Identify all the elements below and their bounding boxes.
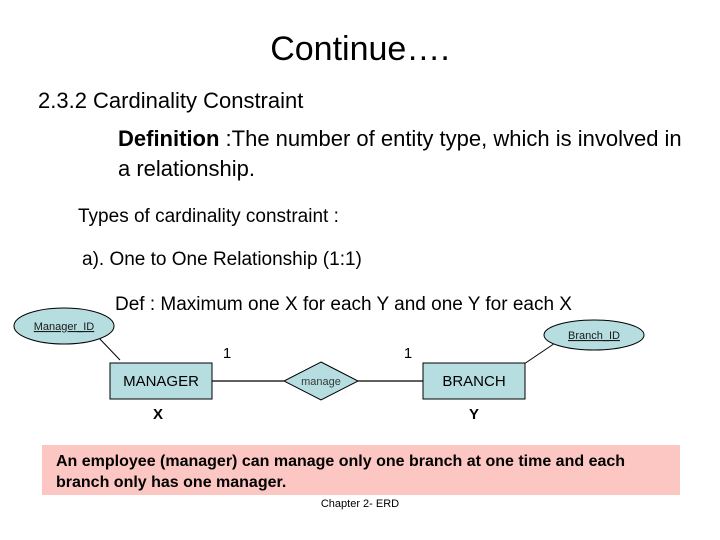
definition-body: :The number of entity type, which is inv… — [118, 126, 682, 181]
entity-alias-y: Y — [469, 406, 479, 423]
attribute-label-manager-id: Manager_ID — [34, 321, 95, 333]
attribute-label-branch-id: Branch_ID — [568, 330, 620, 342]
types-line: Types of cardinality constraint : — [78, 206, 339, 227]
relationship-label-manage: manage — [301, 376, 341, 388]
entity-box-branch: BRANCH — [422, 362, 526, 400]
connector-manager-attribute — [97, 336, 121, 361]
relationship-diamond-manage: manage — [282, 361, 360, 401]
def-maximum-line: Def : Maximum one X for each Y and one Y… — [115, 294, 572, 315]
callout-text: An employee (manager) can manage only on… — [56, 453, 626, 491]
slide-footer: Chapter 2- ERD — [320, 498, 400, 510]
list-item-a: a). One to One Relationship (1:1) — [82, 249, 362, 270]
er-diagram: Manager_ID Branch_ID MANAGER BRANCH — [0, 300, 720, 435]
attribute-ellipse-manager-id: Manager_ID — [13, 307, 115, 345]
entity-label-manager: MANAGER — [123, 373, 199, 390]
callout-box: An employee (manager) can manage only on… — [42, 445, 680, 495]
cardinality-label-right: 1 — [404, 345, 412, 362]
entity-label-branch: BRANCH — [442, 373, 505, 390]
entity-box-manager: MANAGER — [109, 362, 213, 400]
page-title: Continue…. — [270, 30, 450, 68]
entity-alias-x: X — [153, 406, 163, 423]
attribute-ellipse-branch-id: Branch_ID — [543, 319, 645, 351]
definition-label: Definition — [118, 126, 220, 151]
cardinality-label-left: 1 — [223, 345, 231, 362]
section-heading: 2.3.2 Cardinality Constraint — [38, 88, 304, 113]
definition-paragraph: Definition :The number of entity type, w… — [118, 124, 698, 184]
